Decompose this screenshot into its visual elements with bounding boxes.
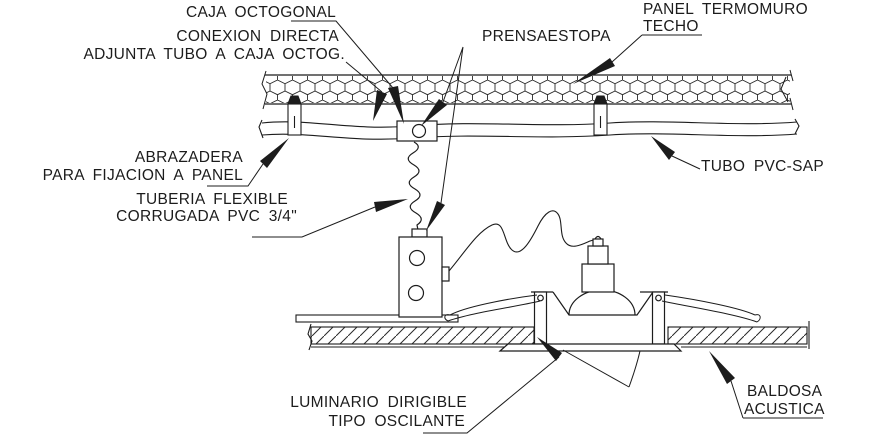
arrow-tuberia-flexible	[374, 199, 408, 212]
ceiling-panel	[261, 69, 794, 111]
leader-caja-octogonal	[291, 20, 394, 89]
leader-tuberia-flexible	[252, 206, 376, 238]
arrow-conexion-directa	[373, 90, 387, 121]
frame-left-pin	[537, 294, 544, 302]
frame-left	[533, 291, 548, 345]
lamp-wire	[448, 210, 599, 272]
corrugated-flex-tube	[407, 141, 422, 231]
lamp-cap-nub	[594, 235, 602, 240]
reflector	[552, 291, 654, 316]
leader-arrowheads	[260, 58, 735, 384]
arrow-prensaestopa-box	[421, 99, 447, 126]
leader-lines	[207, 20, 823, 434]
label-tuberia-flexible-1: TUBERIA FLEXIBLE	[136, 191, 288, 208]
label-tuberia-flexible-2: CORRUGADA PVC 3/4"	[116, 208, 297, 225]
luminaire	[444, 235, 761, 388]
label-abrazadera-1: ABRAZADERA	[134, 149, 243, 166]
junction-box-gland-stub	[411, 228, 428, 238]
label-caja-octogonal: CAJA OCTOGONAL	[185, 4, 336, 21]
arrow-prensaestopa-junction	[426, 201, 445, 231]
arrow-panel-termomuro	[573, 58, 615, 84]
panel-right-break	[780, 69, 794, 111]
panel-left-break	[261, 70, 268, 110]
leader-tubo-pvc	[671, 155, 701, 170]
trim-ring	[498, 343, 683, 352]
arrow-tubo-pvc	[651, 136, 675, 160]
label-conexion-directa-2: ADJUNTA TUBO A CAJA OCTOG.	[83, 46, 345, 63]
spring-clip-right	[661, 294, 761, 323]
lamp-neck	[587, 245, 609, 265]
label-baldosa-2: ACUSTICA	[744, 401, 825, 418]
junction-box	[398, 228, 450, 318]
label-panel-termomuro-2: TECHO	[643, 18, 699, 35]
bulb-dome	[568, 289, 636, 316]
arrow-abrazadera	[260, 138, 289, 168]
frame-right	[651, 291, 666, 345]
mounting-plate	[295, 314, 459, 323]
label-conexion-directa-1: CONEXION DIRECTA	[176, 28, 339, 45]
arrow-baldosa	[709, 351, 735, 384]
acoustic-tile-right	[667, 321, 810, 349]
label-baldosa-1: BALDOSA	[747, 383, 823, 400]
pvc-sap-tube	[258, 118, 800, 140]
clamp-right	[593, 95, 608, 136]
label-tubo-pvc: TUBO PVC-SAP	[701, 158, 825, 175]
octagonal-box	[396, 120, 438, 142]
acoustic-tile-left	[307, 323, 535, 351]
clamp-left	[287, 95, 302, 136]
tube-left-break	[258, 119, 264, 139]
arrow-caja-octogonal	[388, 86, 404, 124]
label-luminario-2: TIPO OSCILANTE	[328, 413, 465, 430]
cable-gland-top	[411, 123, 427, 139]
leader-panel-termomuro	[611, 34, 702, 63]
arrow-luminario	[537, 337, 562, 361]
label-panel-termomuro-1: PANEL TERMOMURO	[643, 1, 808, 18]
lamp-cap	[592, 238, 604, 247]
label-luminario-1: LUMINARIO DIRIGIBLE	[290, 394, 467, 411]
leader-luminario	[423, 356, 560, 434]
label-abrazadera-2: PARA FIJACION A PANEL	[42, 167, 243, 184]
label-prensaestopa: PRENSAESTOPA	[482, 28, 611, 45]
swing-indicator	[562, 349, 641, 388]
leader-abrazadera	[207, 163, 264, 187]
leader-prensaestopa	[440, 46, 464, 204]
leader-conexion-directa	[345, 61, 383, 93]
tile-left-break	[307, 323, 313, 351]
leader-baldosa	[730, 380, 823, 419]
spring-clip-left	[444, 294, 541, 322]
tube-right-break	[794, 118, 800, 135]
junction-box-outlet-tab	[441, 266, 450, 282]
frame-right-pin	[655, 294, 662, 302]
lamp-base	[581, 263, 615, 293]
